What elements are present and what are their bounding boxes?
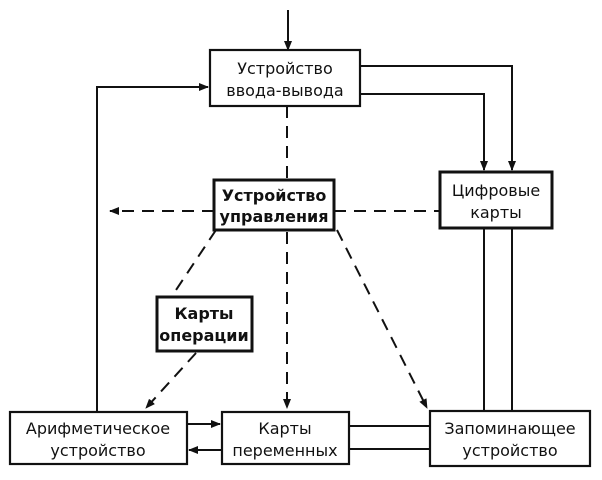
io-device-line2: ввода-вывода: [226, 81, 343, 100]
node-memory: Запоминающее устройство: [428, 409, 592, 468]
node-digital-cards: Цифровые карты: [438, 170, 554, 230]
control-to-op-cards-dashed: [171, 229, 217, 297]
digital-cards-line2: карты: [470, 203, 522, 222]
io-device-line1: Устройство: [237, 59, 333, 78]
control-unit-line2: управления: [220, 207, 329, 226]
var-cards-line2: переменных: [232, 441, 337, 460]
alu-line2: устройство: [50, 441, 145, 460]
node-op-cards: Карты операции: [155, 295, 254, 353]
io-to-digital-cards-line-1: [360, 65, 516, 171]
solid-connections: [96, 10, 516, 454]
op-cards-to-alu-dashed-arrow: [145, 352, 197, 409]
control-unit-line1: Устройство: [222, 186, 327, 205]
node-control-unit: Устройство управления: [212, 178, 336, 232]
var-cards-line1: Карты: [258, 419, 311, 438]
op-cards-line2: операции: [159, 326, 248, 345]
alu-to-io-line: [96, 83, 209, 412]
node-io-device: Устройство ввода-вывода: [208, 48, 362, 108]
dashed-connections: [109, 106, 440, 409]
op-cards-line1: Карты: [174, 304, 233, 323]
io-to-digital-cards-line-2: [360, 93, 488, 171]
memory-line1: Запоминающее: [444, 419, 575, 438]
memory-line2: устройство: [462, 441, 557, 460]
node-alu: Арифметическое устройство: [8, 410, 189, 466]
digital-cards-line1: Цифровые: [452, 181, 540, 200]
node-var-cards: Карты переменных: [220, 410, 351, 466]
control-to-memory-dashed-arrow: [336, 229, 428, 409]
alu-line1: Арифметическое: [26, 419, 170, 438]
